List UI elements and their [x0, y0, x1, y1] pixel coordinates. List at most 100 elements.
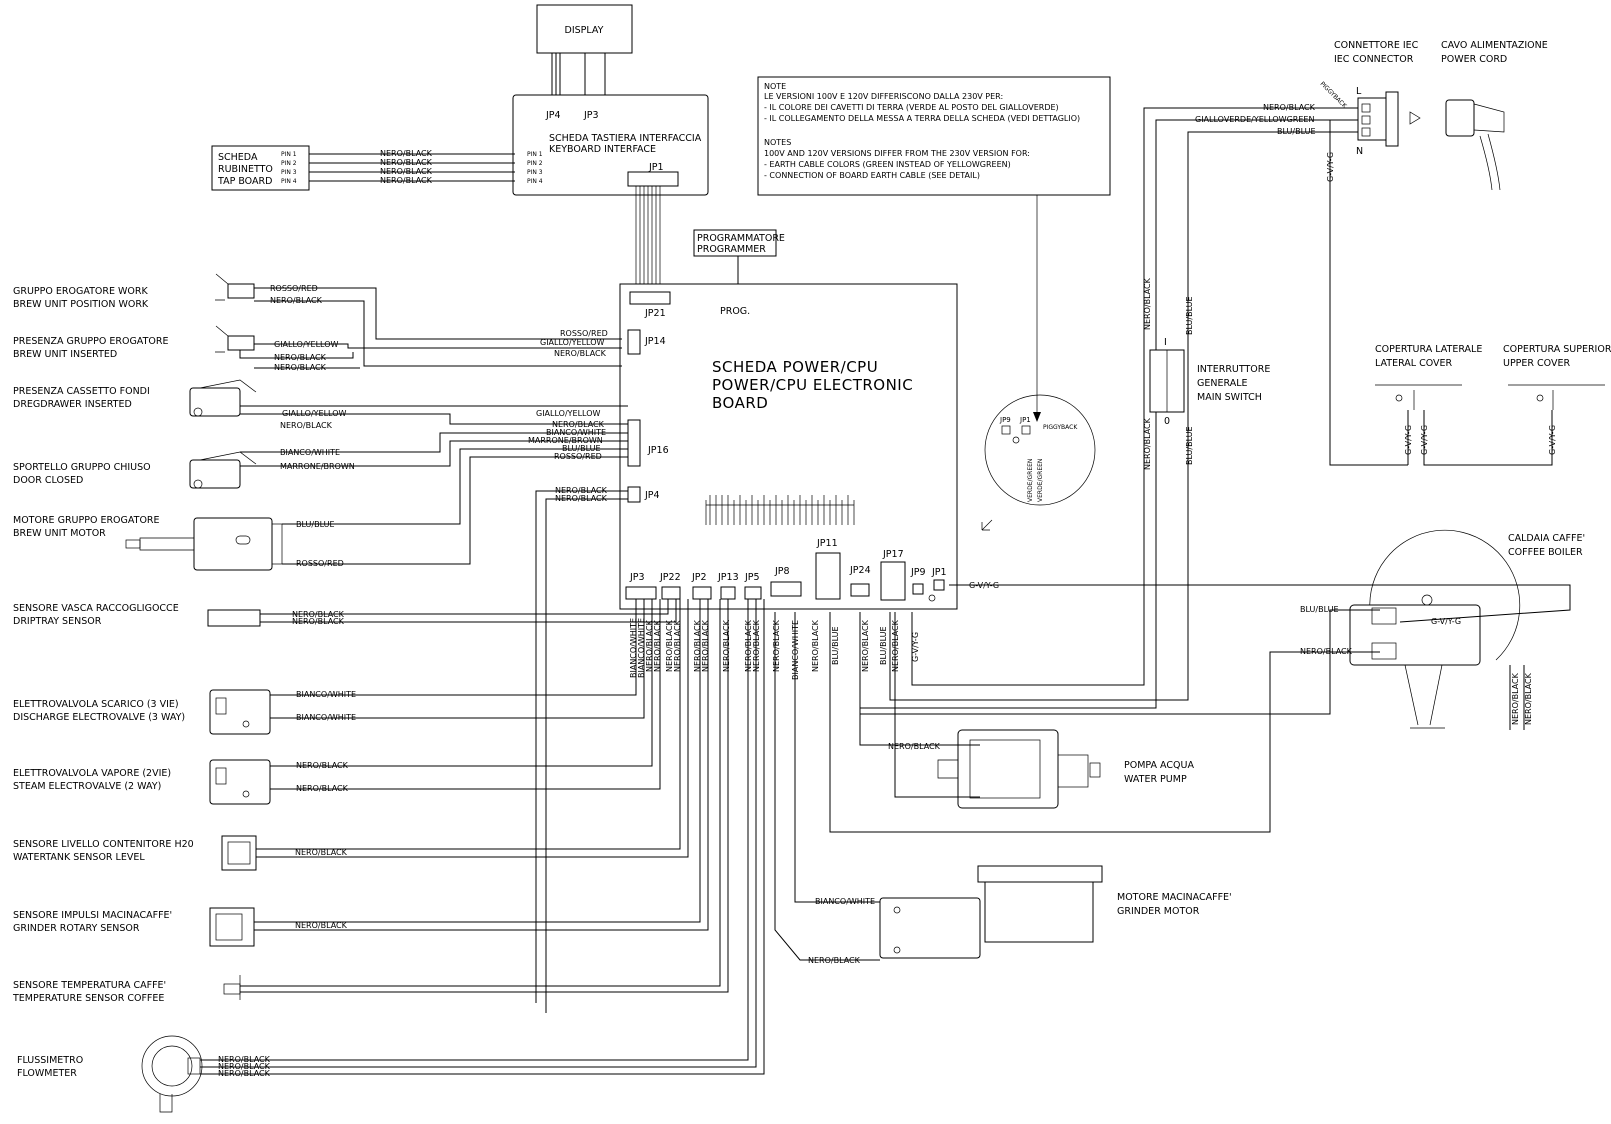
iec-line1: CONNETTORE IEC — [1334, 40, 1419, 51]
iec-wire-gialloverde: GIALLOVERDE/YELLOWGREEN — [1195, 115, 1314, 124]
jp2-wire-2: NERO/BLACK — [701, 619, 710, 672]
switch-on-mark: I — [1164, 337, 1167, 348]
water-en: WATERTANK SENSOR LEVEL — [13, 852, 145, 863]
keyboard-pin-3: PIN 3 — [527, 169, 543, 176]
grinder-motor-wire-bianco: BIANCO/WHITE — [815, 897, 875, 906]
programmer-line2: PROGRAMMER — [697, 244, 766, 255]
tap-wire-1: NERO/BLACK — [380, 149, 433, 158]
grinder-it: SENSORE IMPULSI MACINACAFFE' — [13, 910, 172, 921]
ev2-it: ELETTROVALVOLA VAPORE (2VIE) — [13, 768, 171, 779]
upper-cover-line1: COPERTURA SUPERIORE — [1503, 344, 1611, 355]
cpu-jp13-label: JP13 — [717, 572, 739, 583]
cpu-jp22-label: JP22 — [659, 572, 681, 583]
pump-wire-nero: NERO/BLACK — [888, 742, 941, 751]
flow-wire-nero-2: NERO/BLACK — [218, 1062, 271, 1071]
drip-wire-nero-1: NERO/BLACK — [292, 610, 345, 619]
cpu-jp2-label: JP2 — [691, 572, 707, 583]
flow-en: FLOWMETER — [17, 1068, 77, 1079]
cover-wire-1: G-V/Y-G — [1404, 425, 1413, 455]
flat-cable — [635, 186, 661, 292]
jp14-wire-nero: NERO/BLACK — [554, 349, 607, 358]
keyboard-pin-1: PIN 1 — [527, 151, 543, 158]
jp3-wire-3: NERO/BLACK — [645, 619, 654, 672]
jp22-wire-1: NERO/BLACK — [665, 619, 674, 672]
cpu-prog-label: PROG. — [720, 306, 750, 317]
cover-wire-2: G-V/Y-G — [1420, 425, 1429, 455]
main-switch: I 0 INTERRUTTORE GENERALE MAIN SWITCH — [1149, 337, 1270, 427]
jp9-wire-1: G-V/Y-G — [911, 632, 920, 662]
dreg-en: DREGDRAWER INSERTED — [13, 399, 132, 410]
iec-N: N — [1356, 146, 1363, 157]
iec-wire-blu: BLU/BLUE — [1277, 127, 1316, 136]
main-switch-line1: INTERRUTTORE — [1197, 364, 1270, 375]
grinder-motor: MOTORE MACINACAFFE' GRINDER MOTOR BIANCO… — [774, 612, 1232, 965]
keyboard-jp1-label: JP1 — [648, 162, 664, 173]
grinder-motor-line1: MOTORE MACINACAFFE' — [1117, 892, 1232, 903]
notes-en-2: - EARTH CABLE COLORS (GREEN INSTEAD OF Y… — [764, 160, 1011, 169]
jp17-wire-2: NERO/BLACK — [891, 619, 900, 672]
tap-pin-1: PIN 1 — [281, 151, 297, 158]
cpu-jp11-label: JP11 — [816, 538, 838, 549]
cpu-jp1-label: JP1 — [931, 567, 947, 578]
ev3-it: ELETTROVALVOLA SCARICO (3 VIE) — [13, 699, 179, 710]
switch-wire-nero-top: NERO/BLACK — [1143, 277, 1152, 330]
tap-wire-2: NERO/BLACK — [380, 158, 433, 167]
ev2-wire-nero-2: NERO/BLACK — [296, 784, 349, 793]
motor-wire-blu: BLU/BLUE — [296, 520, 335, 529]
switch-off-mark: 0 — [1164, 416, 1170, 427]
boiler-line2: COFFEE BOILER — [1508, 547, 1583, 558]
iec-wire-nero: NERO/BLACK — [1263, 103, 1316, 112]
cpu-bottom-wire-labels: BIANCO/WHITE BIANCO/WHITE NERO/BLACK NER… — [629, 618, 920, 680]
notes-en-title: NOTES — [764, 138, 791, 147]
tap-board-line3: TAP BOARD — [217, 176, 272, 187]
door-it: SPORTELLO GRUPPO CHIUSO — [13, 462, 151, 473]
cpu-title-2: POWER/CPU ELECTRONIC — [712, 376, 913, 394]
door-wire-marrone: MARRONE/BROWN — [280, 462, 355, 471]
cover-wire-3: G-V/Y-G — [1548, 425, 1557, 455]
coffee-boiler: CALDAIA CAFFE' COFFEE BOILER G-V/Y-G G-V… — [829, 529, 1585, 833]
tap-board-line1: SCHEDA — [218, 152, 258, 163]
flow-it: FLUSSIMETRO — [17, 1055, 83, 1066]
notes-it-1: LE VERSIONI 100V E 120V DIFFERISCONO DAL… — [764, 92, 1003, 101]
cpu-jp4-label: JP4 — [644, 490, 660, 501]
jp3-wire-4: NERO/BLACK — [653, 619, 662, 672]
jp2-wire-1: NERO/BLACK — [693, 619, 702, 672]
keyboard-title-it: SCHEDA TASTIERA INTERFACCIA — [549, 133, 702, 144]
tap-pin-4: PIN 4 — [281, 178, 297, 185]
detail-jp1: JP1 — [1019, 416, 1031, 424]
notes-it-3: - IL COLLEGAMENTO DELLA MESSA A TERRA DE… — [764, 114, 1080, 123]
grinder-motor-line2: GRINDER MOTOR — [1117, 906, 1200, 917]
cpu-jp24-label: JP24 — [849, 565, 871, 576]
door-wire-bianco: BIANCO/WHITE — [280, 448, 340, 457]
notes-box: NOTE LE VERSIONI 100V E 120V DIFFERISCON… — [757, 76, 1111, 422]
ev3-wire-bianco-1: BIANCO/WHITE — [296, 690, 356, 699]
brew-ins-wire-giallo: GIALLO/YELLOW — [274, 340, 339, 349]
keyboard-pin-2: PIN 2 — [527, 160, 543, 167]
display-label: DISPLAY — [565, 25, 604, 36]
boiler-earth-wire-2: G-V/Y-G — [1431, 617, 1461, 626]
notes-it-2: - IL COLORE DEI CAVETTI DI TERRA (VERDE … — [764, 103, 1059, 112]
cpu-jp9-label: JP9 — [910, 567, 926, 578]
jp11-wire-1: NERO/BLACK — [811, 619, 820, 672]
earth-detail: JP9 JP1 PIGGYBACK VERDE/GREEN VERDE/GREE… — [981, 394, 1096, 531]
boiler-wire-blu: BLU/BLUE — [1300, 605, 1339, 614]
jp13-wire-1: NERO/BLACK — [722, 619, 731, 672]
cpu-title-3: BOARD — [712, 394, 768, 412]
jp3-wire-1: BIANCO/WHITE — [629, 618, 638, 678]
jp4-wire-nero-1: NERO/BLACK — [555, 486, 608, 495]
jp4-wire-nero-2: NERO/BLACK — [555, 494, 608, 503]
tap-board-line2: RUBINETTO — [218, 164, 273, 175]
brew-ins-en: BREW UNIT INSERTED — [13, 349, 117, 360]
cpu-title-1: SCHEDA POWER/CPU — [712, 358, 878, 376]
notes-it-title: NOTE — [764, 82, 786, 91]
power-cord-line1: CAVO ALIMENTAZIONE — [1441, 40, 1548, 51]
cpu-jp17-label: JP17 — [882, 549, 904, 560]
drip-it: SENSORE VASCA RACCOGLIGOCCE — [13, 603, 179, 614]
jp8-wire-2: BIANCO/WHITE — [791, 620, 800, 680]
jp24-wire-1: NERO/BLACK — [861, 619, 870, 672]
door-en: DOOR CLOSED — [13, 475, 83, 486]
grinder-en: GRINDER ROTARY SENSOR — [13, 923, 140, 934]
mains-wiring: NERO/BLACK GIALLOVERDE/YELLOWGREEN BLU/B… — [860, 103, 1408, 709]
ev3-wire-bianco-2: BIANCO/WHITE — [296, 713, 356, 722]
